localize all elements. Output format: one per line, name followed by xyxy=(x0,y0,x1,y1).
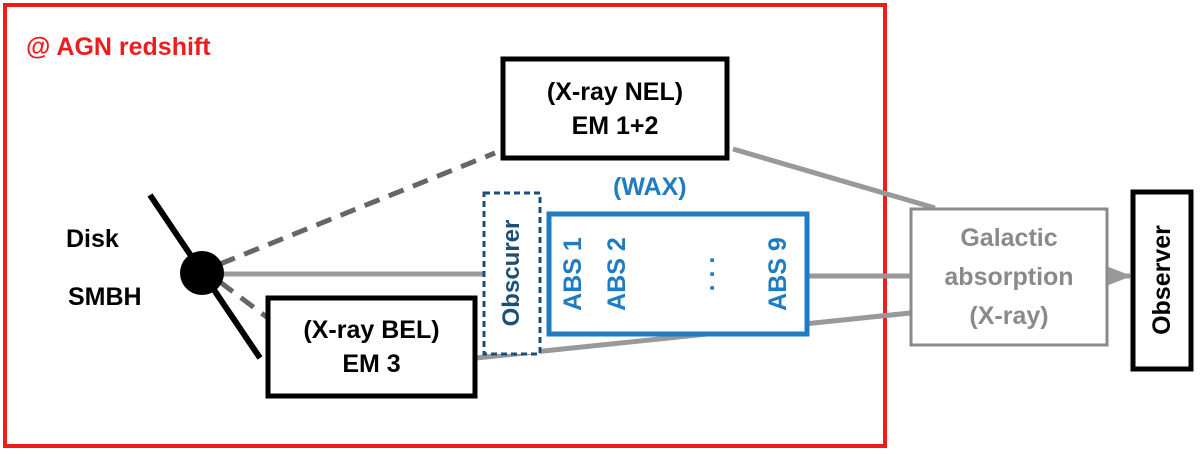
nel-box: (X-ray NEL) EM 1+2 xyxy=(503,59,727,158)
disk-label: Disk xyxy=(66,225,119,253)
wax-title: (WAX) xyxy=(613,173,687,201)
galactic-line3: (X-ray) xyxy=(969,301,1049,330)
wax-box-border xyxy=(546,211,810,337)
galactic-box: Galactic absorption (X-ray) xyxy=(911,209,1107,345)
line-nel-to-galactic xyxy=(732,146,936,211)
arrow-head-observer xyxy=(1106,266,1132,286)
obscurer-box-border xyxy=(482,191,542,356)
bel-box: (X-ray BEL) EM 3 xyxy=(268,298,475,396)
obscurer-label: Obscurer xyxy=(498,219,525,327)
bel-line1: (X-ray BEL) xyxy=(303,316,440,344)
nel-line1: (X-ray NEL) xyxy=(546,77,684,106)
dashed-line-to-nel xyxy=(219,150,496,267)
nel-box-border xyxy=(500,56,730,161)
dashed-line-to-bel xyxy=(218,280,270,320)
abs2-label: ABS 2 xyxy=(603,237,631,311)
smbh-dot xyxy=(180,251,224,295)
abs9-label: ABS 9 xyxy=(764,237,792,311)
galactic-line2: absorption xyxy=(944,262,1074,291)
observer-box-border xyxy=(1130,189,1194,372)
galactic-box-border xyxy=(909,207,1109,347)
nel-line2: EM 1+2 xyxy=(571,111,659,140)
abs-dots: . . . xyxy=(692,256,720,292)
frame-label: @ AGN redshift xyxy=(26,33,211,61)
abs1-label: ABS 1 xyxy=(559,237,587,311)
observer-label: Observer xyxy=(1148,225,1176,335)
agn-frame xyxy=(3,3,887,448)
bel-line2: EM 3 xyxy=(342,350,401,378)
galactic-line1: Galactic xyxy=(960,223,1058,252)
smbh-label: SMBH xyxy=(68,283,142,311)
bel-box-border xyxy=(265,295,478,399)
